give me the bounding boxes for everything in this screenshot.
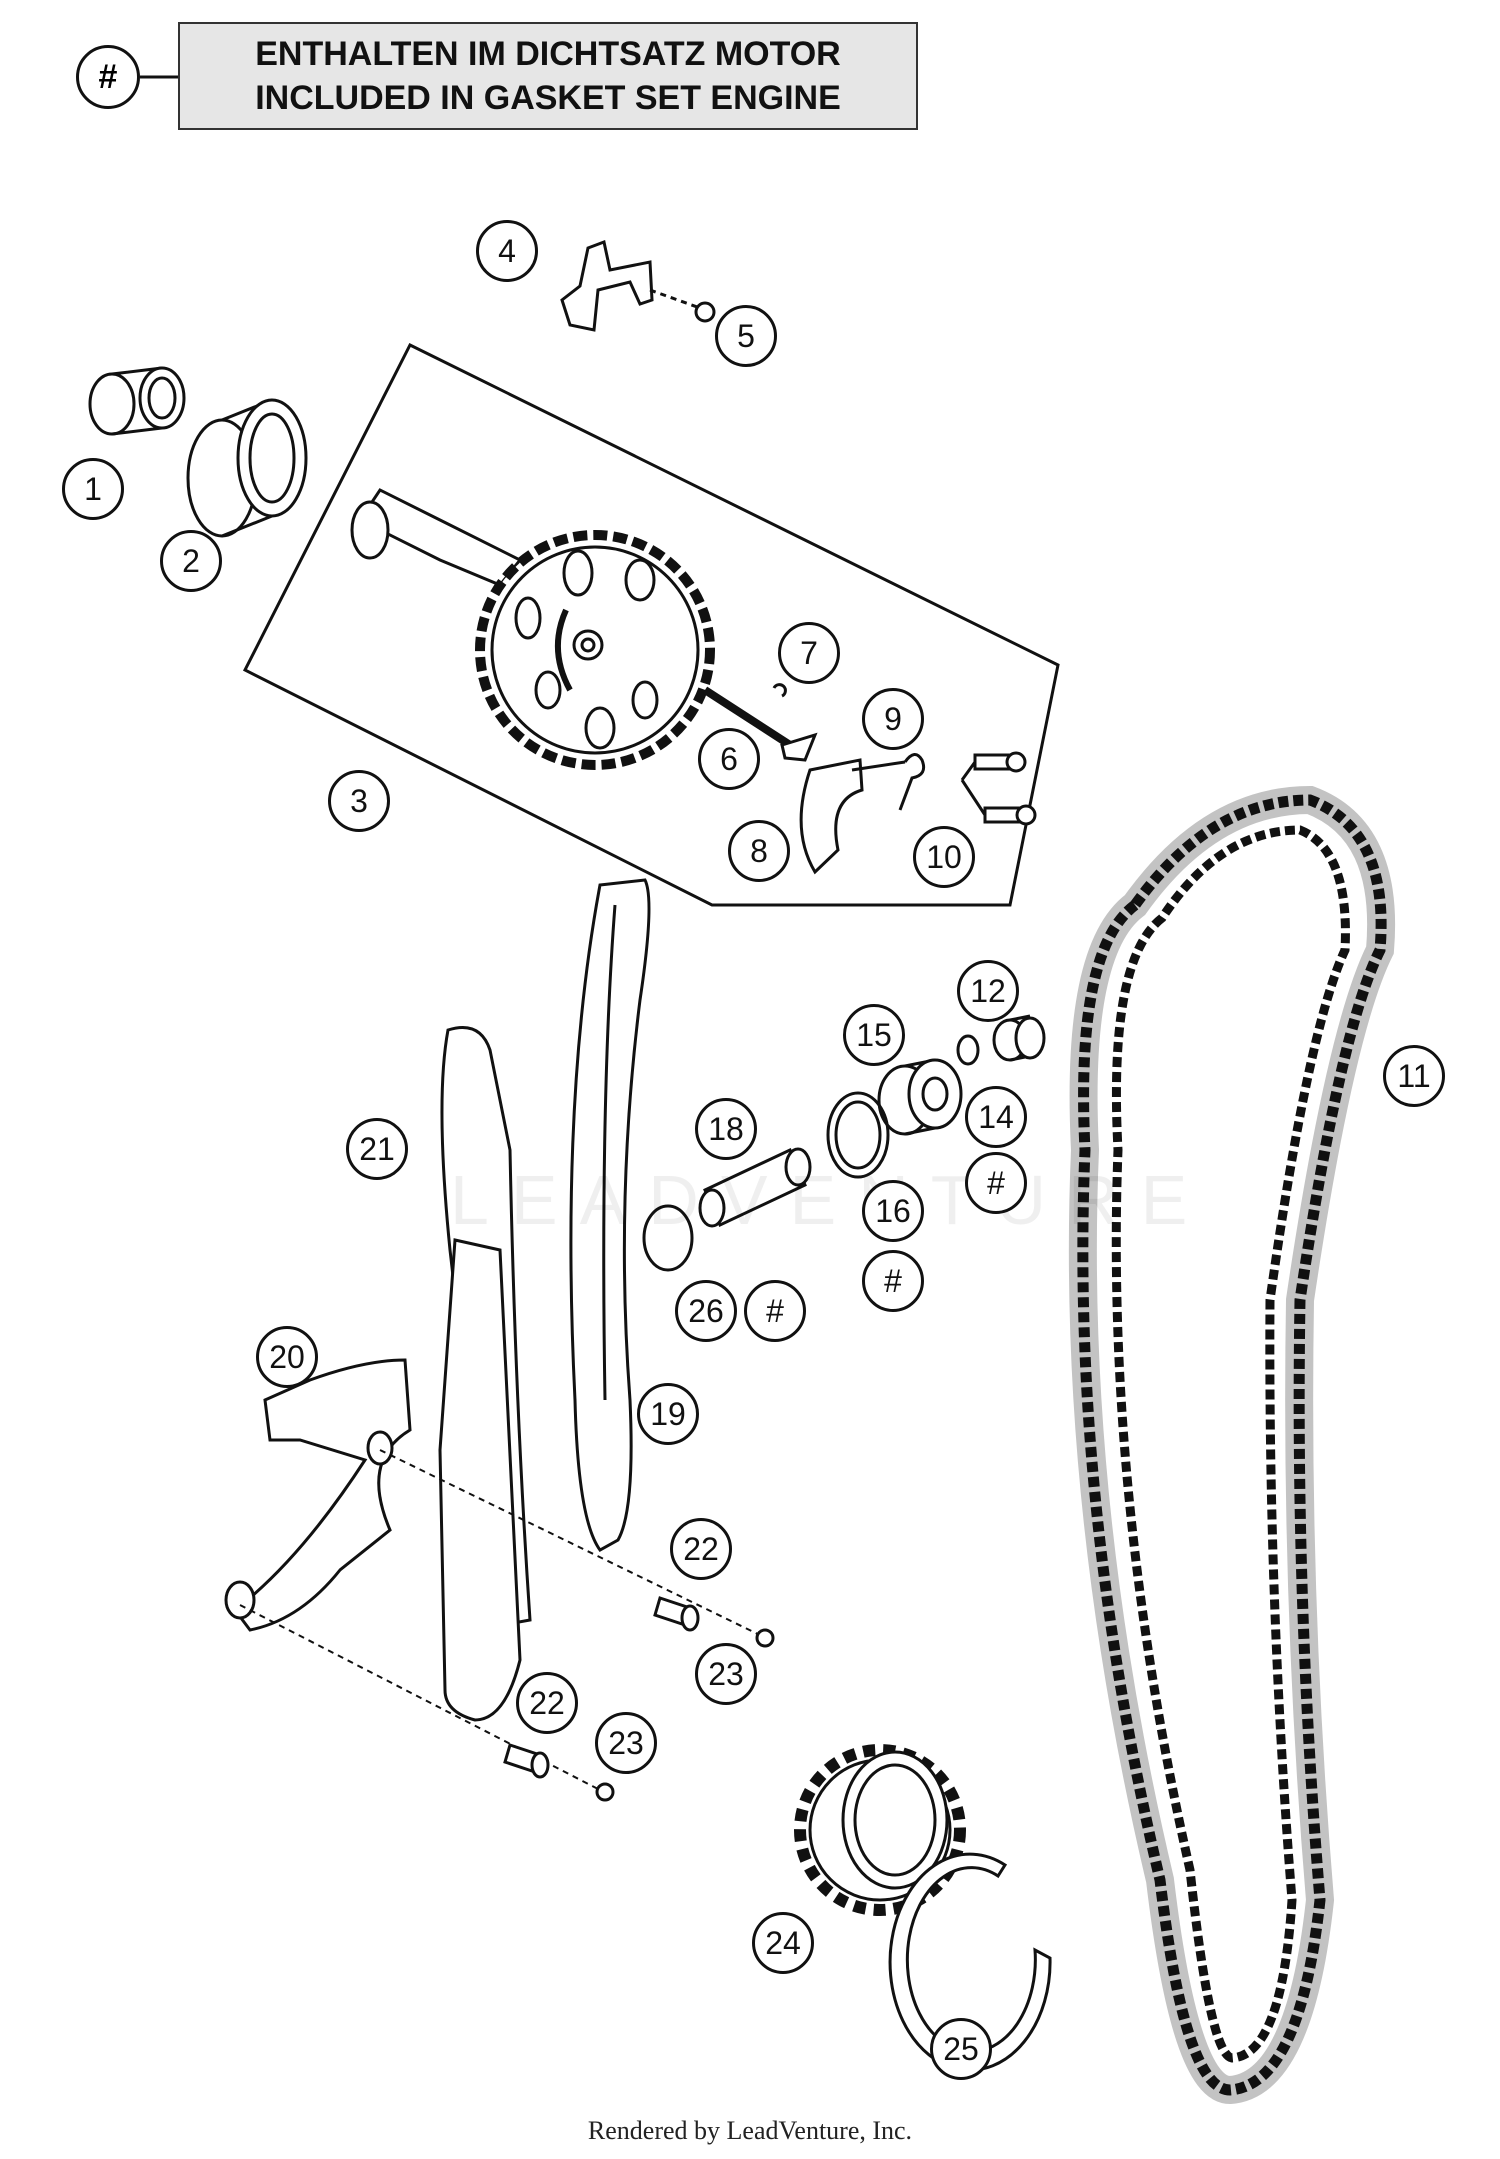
centrifugal-weight-part: [799, 758, 864, 875]
timing-chain-part: [1068, 785, 1396, 2105]
callout-25[interactable]: 25: [930, 2018, 992, 2080]
tensioning-rail-groove: [602, 904, 617, 1401]
callout-20[interactable]: 20: [256, 1326, 318, 1388]
callout-6[interactable]: 6: [698, 728, 760, 790]
snap-ring-part: [888, 1852, 1052, 2072]
callout-26-gasket-marker[interactable]: #: [744, 1280, 806, 1342]
callout-22-upper[interactable]: 22: [670, 1518, 732, 1580]
callout-14[interactable]: 14: [965, 1086, 1027, 1148]
callout-7[interactable]: 7: [778, 622, 840, 684]
oring-part: [956, 1034, 980, 1066]
pin-end: [780, 732, 818, 762]
needle-bearing-part: [88, 366, 186, 436]
callout-14-gasket-marker[interactable]: #: [965, 1152, 1027, 1214]
bushing-lower-part: [503, 1743, 550, 1779]
tensioning-rail-part: [569, 878, 651, 1552]
bolt-lower-part: [595, 1782, 615, 1802]
watermark: LEADVENTURE: [450, 1161, 1210, 1239]
legend-marker: #: [76, 45, 140, 109]
screws-part: [973, 751, 1037, 826]
bolt-upper-part: [755, 1628, 775, 1648]
callout-10[interactable]: 10: [913, 826, 975, 888]
legend-line-german: ENTHALTEN IM DICHTSATZ MOTOR: [255, 35, 841, 73]
callout-8[interactable]: 8: [728, 820, 790, 882]
bracket-screw-part: [694, 301, 716, 323]
callout-16-gasket-marker[interactable]: #: [862, 1250, 924, 1312]
legend-box: ENTHALTEN IM DICHTSATZ MOTOR INCLUDED IN…: [178, 22, 918, 130]
callout-2[interactable]: 2: [160, 530, 222, 592]
guide-element-eye-top: [366, 1430, 394, 1466]
callout-22-lower[interactable]: 22: [516, 1672, 578, 1734]
callout-1[interactable]: 1: [62, 458, 124, 520]
callout-21[interactable]: 21: [346, 1118, 408, 1180]
guide-element-eye-bottom: [224, 1580, 256, 1620]
oring-26-part: [642, 1204, 694, 1272]
bracket-screw-leader: [649, 288, 701, 310]
bearing-ring-part: [186, 398, 308, 538]
callout-26[interactable]: 26: [675, 1280, 737, 1342]
callout-11[interactable]: 11: [1383, 1045, 1445, 1107]
legend-line-english: INCLUDED IN GASKET SET ENGINE: [255, 79, 841, 117]
guide-rail-lower: [438, 1238, 522, 1722]
footer-credit: Rendered by LeadVenture, Inc.: [587, 2116, 913, 2145]
bolt-leader-lower: [239, 1604, 601, 1791]
callout-15[interactable]: 15: [843, 1004, 905, 1066]
camshaft-assembly-outline: [242, 342, 1060, 907]
callout-24[interactable]: 24: [752, 1912, 814, 1974]
callout-4[interactable]: 4: [476, 220, 538, 282]
callout-9[interactable]: 9: [862, 688, 924, 750]
camshaft-sprocket-part: [350, 488, 715, 770]
spring-part: [851, 753, 926, 811]
callout-5[interactable]: 5: [715, 305, 777, 367]
callout-18[interactable]: 18: [695, 1098, 757, 1160]
gasket-ring-inner: [834, 1100, 882, 1170]
pin-part: [702, 686, 793, 749]
tensioner-part: [698, 1147, 812, 1228]
callout-3[interactable]: 3: [328, 770, 390, 832]
callout-12[interactable]: 12: [957, 960, 1019, 1022]
gasket-ring-part: [826, 1091, 890, 1179]
crank-sprocket-part: [794, 1744, 966, 1916]
screws-leader: [960, 761, 987, 816]
callout-23-lower[interactable]: 23: [595, 1712, 657, 1774]
circlip-part: [772, 683, 787, 698]
callout-16[interactable]: 16: [862, 1180, 924, 1242]
bracket-part: [560, 239, 654, 332]
bushing-upper-part: [653, 1596, 700, 1632]
callout-23-upper[interactable]: 23: [695, 1643, 757, 1705]
callout-19[interactable]: 19: [637, 1383, 699, 1445]
threaded-plug-part: [877, 1058, 963, 1136]
guide-element-part: [232, 1358, 412, 1632]
plug-part: [992, 1014, 1046, 1062]
